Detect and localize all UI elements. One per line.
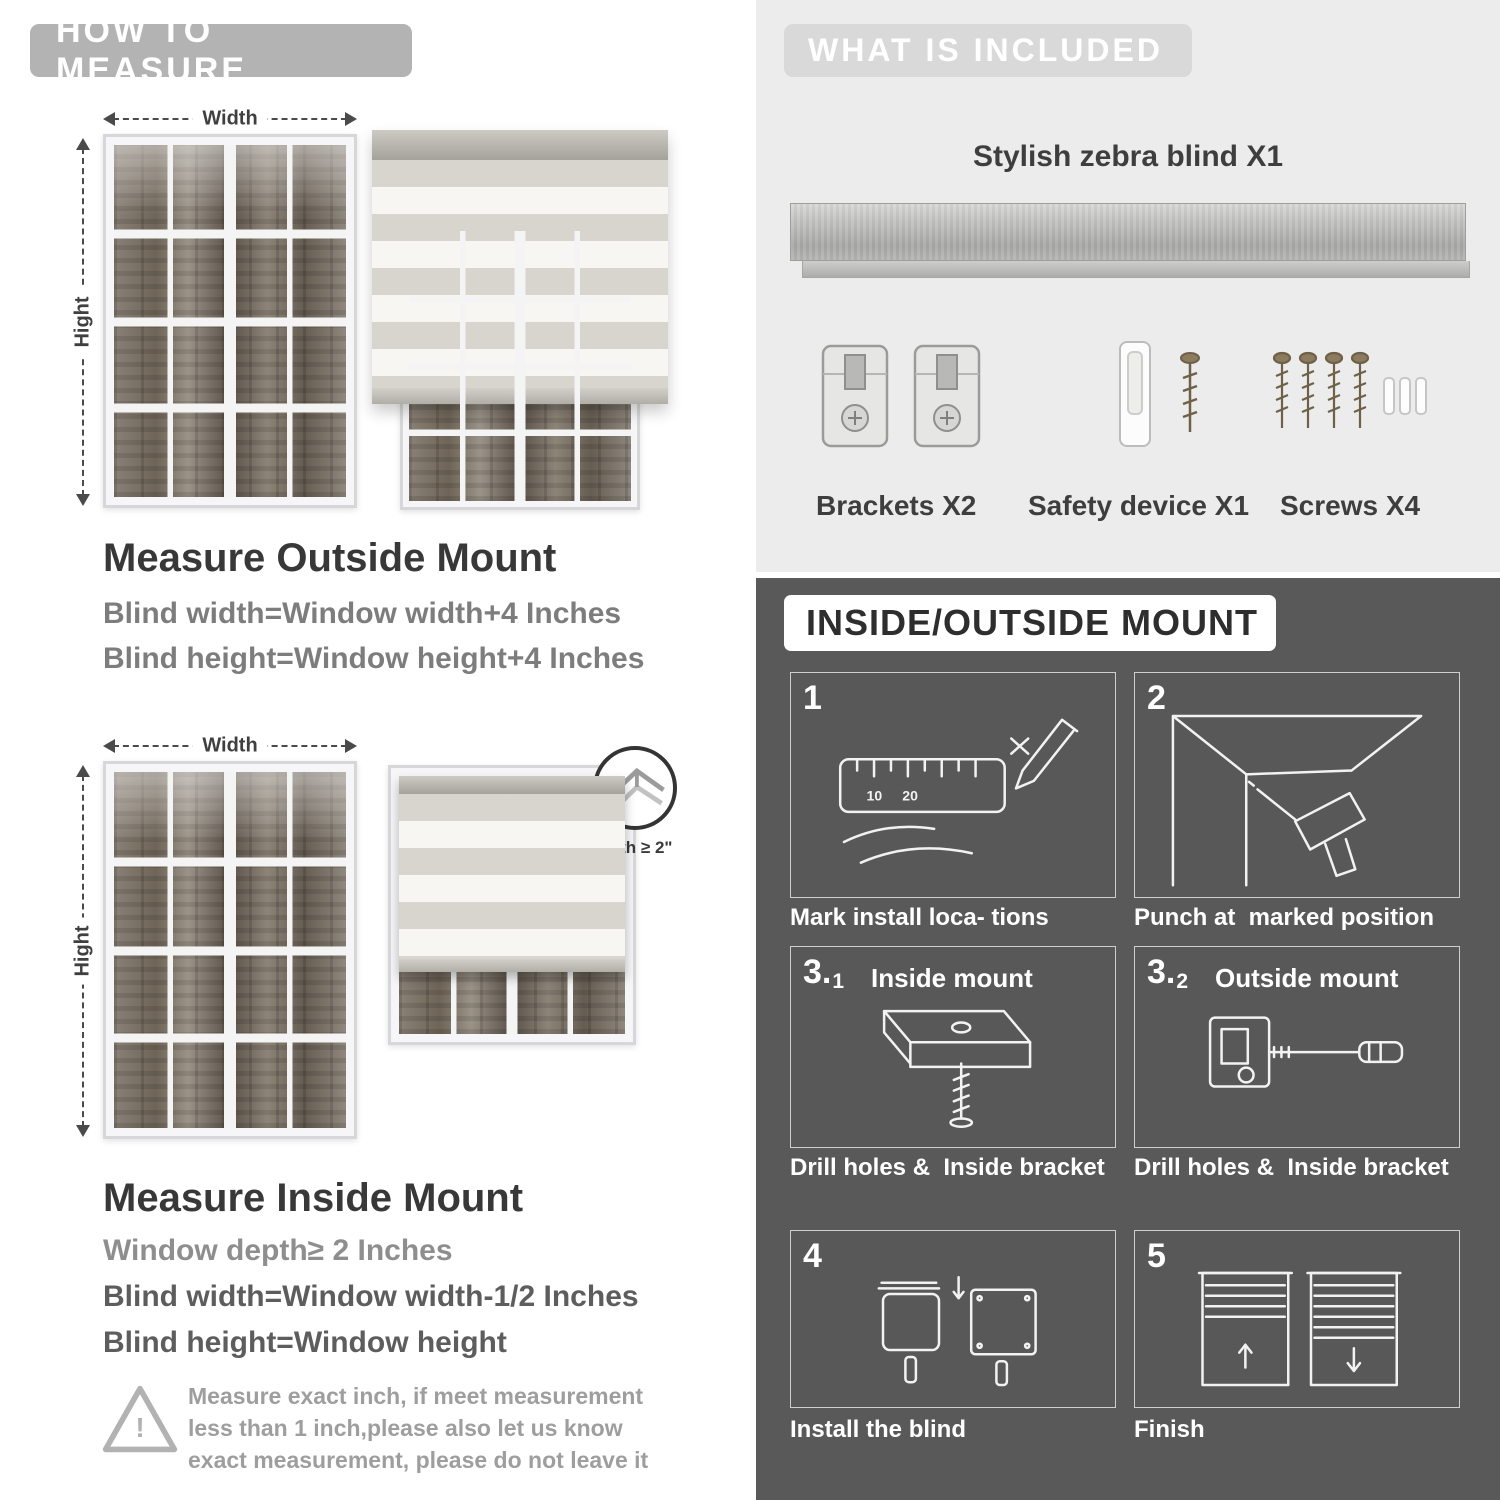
window-glass-photo bbox=[399, 776, 625, 1034]
install-blind-illustration bbox=[799, 1259, 1107, 1399]
zebra-blind-label: Stylish zebra blind X1 bbox=[972, 140, 1284, 173]
arrowhead-left-icon bbox=[103, 739, 115, 753]
outside-mount-line-1: Blind width=Window width+4 Inches bbox=[103, 597, 622, 630]
step-sub-label: Outside mount bbox=[1215, 963, 1399, 993]
width-label: Width bbox=[192, 734, 268, 758]
brackets-label: Brackets X2 bbox=[816, 490, 977, 521]
step-panel-2: 2 bbox=[1134, 672, 1460, 898]
inside-mount-line-3: Blind height=Window height bbox=[103, 1326, 507, 1359]
blind-headrail bbox=[399, 776, 625, 794]
how-to-measure-section: HOW TO MEASURE Width Hight Measure Outsi… bbox=[0, 0, 748, 1500]
arrowhead-down-icon bbox=[76, 1125, 90, 1137]
section-header-mount: INSIDE/OUTSIDE MOUNT bbox=[784, 595, 1276, 651]
blind-headrail bbox=[372, 130, 668, 160]
warning-exclamation: ! bbox=[135, 1412, 145, 1443]
width-label: Width bbox=[192, 107, 268, 131]
headrail-bar bbox=[790, 203, 1466, 261]
outside-bracket-illustration bbox=[1143, 975, 1451, 1139]
safety-device-label: Safety device X1 bbox=[1028, 490, 1250, 521]
blind-illustration-outside bbox=[372, 130, 668, 510]
outside-mount-title: Measure Outside Mount bbox=[103, 536, 557, 580]
height-arrow-inside: Hight bbox=[70, 765, 96, 1137]
arrowhead-down-icon bbox=[76, 494, 90, 506]
blind-illustration-inside bbox=[388, 765, 636, 1045]
warning-triangle-icon: ! bbox=[100, 1382, 180, 1456]
measure-note-text: Measure exact inch, if meet measurement … bbox=[188, 1383, 649, 1474]
step-number: 1 bbox=[803, 679, 822, 717]
zebra-blind-headrail-image bbox=[790, 203, 1470, 278]
step-number: 5 bbox=[1147, 1237, 1166, 1275]
screws-label: Screws X4 bbox=[1280, 490, 1421, 521]
step-caption-2: Punch at marked position bbox=[1134, 904, 1435, 931]
blind-fabric bbox=[399, 794, 625, 960]
what-is-included-section: WHAT IS INCLUDED Stylish zebra blind X1 bbox=[756, 0, 1500, 572]
window-glass-photo bbox=[114, 145, 346, 497]
step-number: 3.1 bbox=[803, 953, 845, 993]
step-panel-3-2: 3.2 Outside mount bbox=[1134, 946, 1460, 1148]
step-number: 3.2 bbox=[1147, 953, 1189, 993]
step-sub-label: Inside mount bbox=[871, 963, 1033, 993]
step-number: 2 bbox=[1147, 679, 1166, 717]
bracket-icon bbox=[913, 344, 981, 448]
width-arrow-outside: Width bbox=[103, 106, 357, 132]
step-panel-1: 1 10 20 bbox=[790, 672, 1116, 898]
inside-mount-title: Measure Inside Mount bbox=[103, 1176, 524, 1220]
step-caption-3-2: Drill holes & Inside bracket bbox=[1134, 1154, 1449, 1181]
window-behind-blind bbox=[400, 222, 640, 510]
inside-mount-line-1: Window depth≥ 2 Inches bbox=[103, 1234, 453, 1267]
step-panel-5: 5 bbox=[1134, 1230, 1460, 1408]
height-arrow-outside: Hight bbox=[70, 138, 96, 506]
inside-mount-line-2: Blind width=Window width-1/2 Inches bbox=[103, 1280, 639, 1313]
screws-icon bbox=[1268, 348, 1438, 453]
safety-device-icon bbox=[1086, 338, 1236, 461]
arrowhead-right-icon bbox=[345, 739, 357, 753]
section-header-what-is-included: WHAT IS INCLUDED bbox=[784, 24, 1192, 77]
window-illustration-outside bbox=[103, 134, 357, 508]
step-number: 4 bbox=[803, 1237, 822, 1275]
window-glass-photo bbox=[114, 772, 346, 1128]
inside-bracket-illustration bbox=[799, 975, 1107, 1139]
step-caption-5: Finish bbox=[1134, 1416, 1205, 1443]
step-panel-4: 4 bbox=[790, 1230, 1116, 1408]
headrail-bottom-lip bbox=[802, 261, 1470, 278]
outside-mount-line-2: Blind height=Window height+4 Inches bbox=[103, 642, 645, 675]
arrowhead-right-icon bbox=[345, 112, 357, 126]
step-caption-3-1: Drill holes & Inside bracket bbox=[790, 1154, 1105, 1181]
height-label: Hight bbox=[71, 288, 95, 356]
arrowhead-left-icon bbox=[103, 112, 115, 126]
arrowhead-up-icon bbox=[76, 138, 90, 150]
window-glass-photo bbox=[409, 231, 631, 501]
step-panel-3-1: 3.1 Inside mount bbox=[790, 946, 1116, 1148]
svg-text:20: 20 bbox=[902, 788, 918, 804]
brackets-icon bbox=[818, 340, 984, 452]
svg-text:10: 10 bbox=[867, 788, 883, 804]
width-arrow-inside: Width bbox=[103, 733, 357, 759]
height-label: Hight bbox=[71, 917, 95, 985]
arrowhead-up-icon bbox=[76, 765, 90, 777]
step-caption-1: Mark install loca- tions bbox=[790, 904, 1049, 931]
finish-illustration bbox=[1143, 1259, 1451, 1399]
blind-bottomrail bbox=[399, 959, 625, 973]
bracket-icon bbox=[821, 344, 889, 448]
drill-illustration bbox=[1143, 701, 1451, 889]
mark-locations-illustration: 10 20 bbox=[799, 701, 1107, 889]
section-header-how-to-measure: HOW TO MEASURE bbox=[30, 12, 412, 89]
window-illustration-inside bbox=[103, 761, 357, 1139]
zebra-blind-inside bbox=[399, 776, 625, 973]
inside-outside-mount-section: INSIDE/OUTSIDE MOUNT 1 10 20 Mark instal… bbox=[756, 578, 1500, 1500]
step-caption-4: Install the blind bbox=[790, 1416, 967, 1443]
